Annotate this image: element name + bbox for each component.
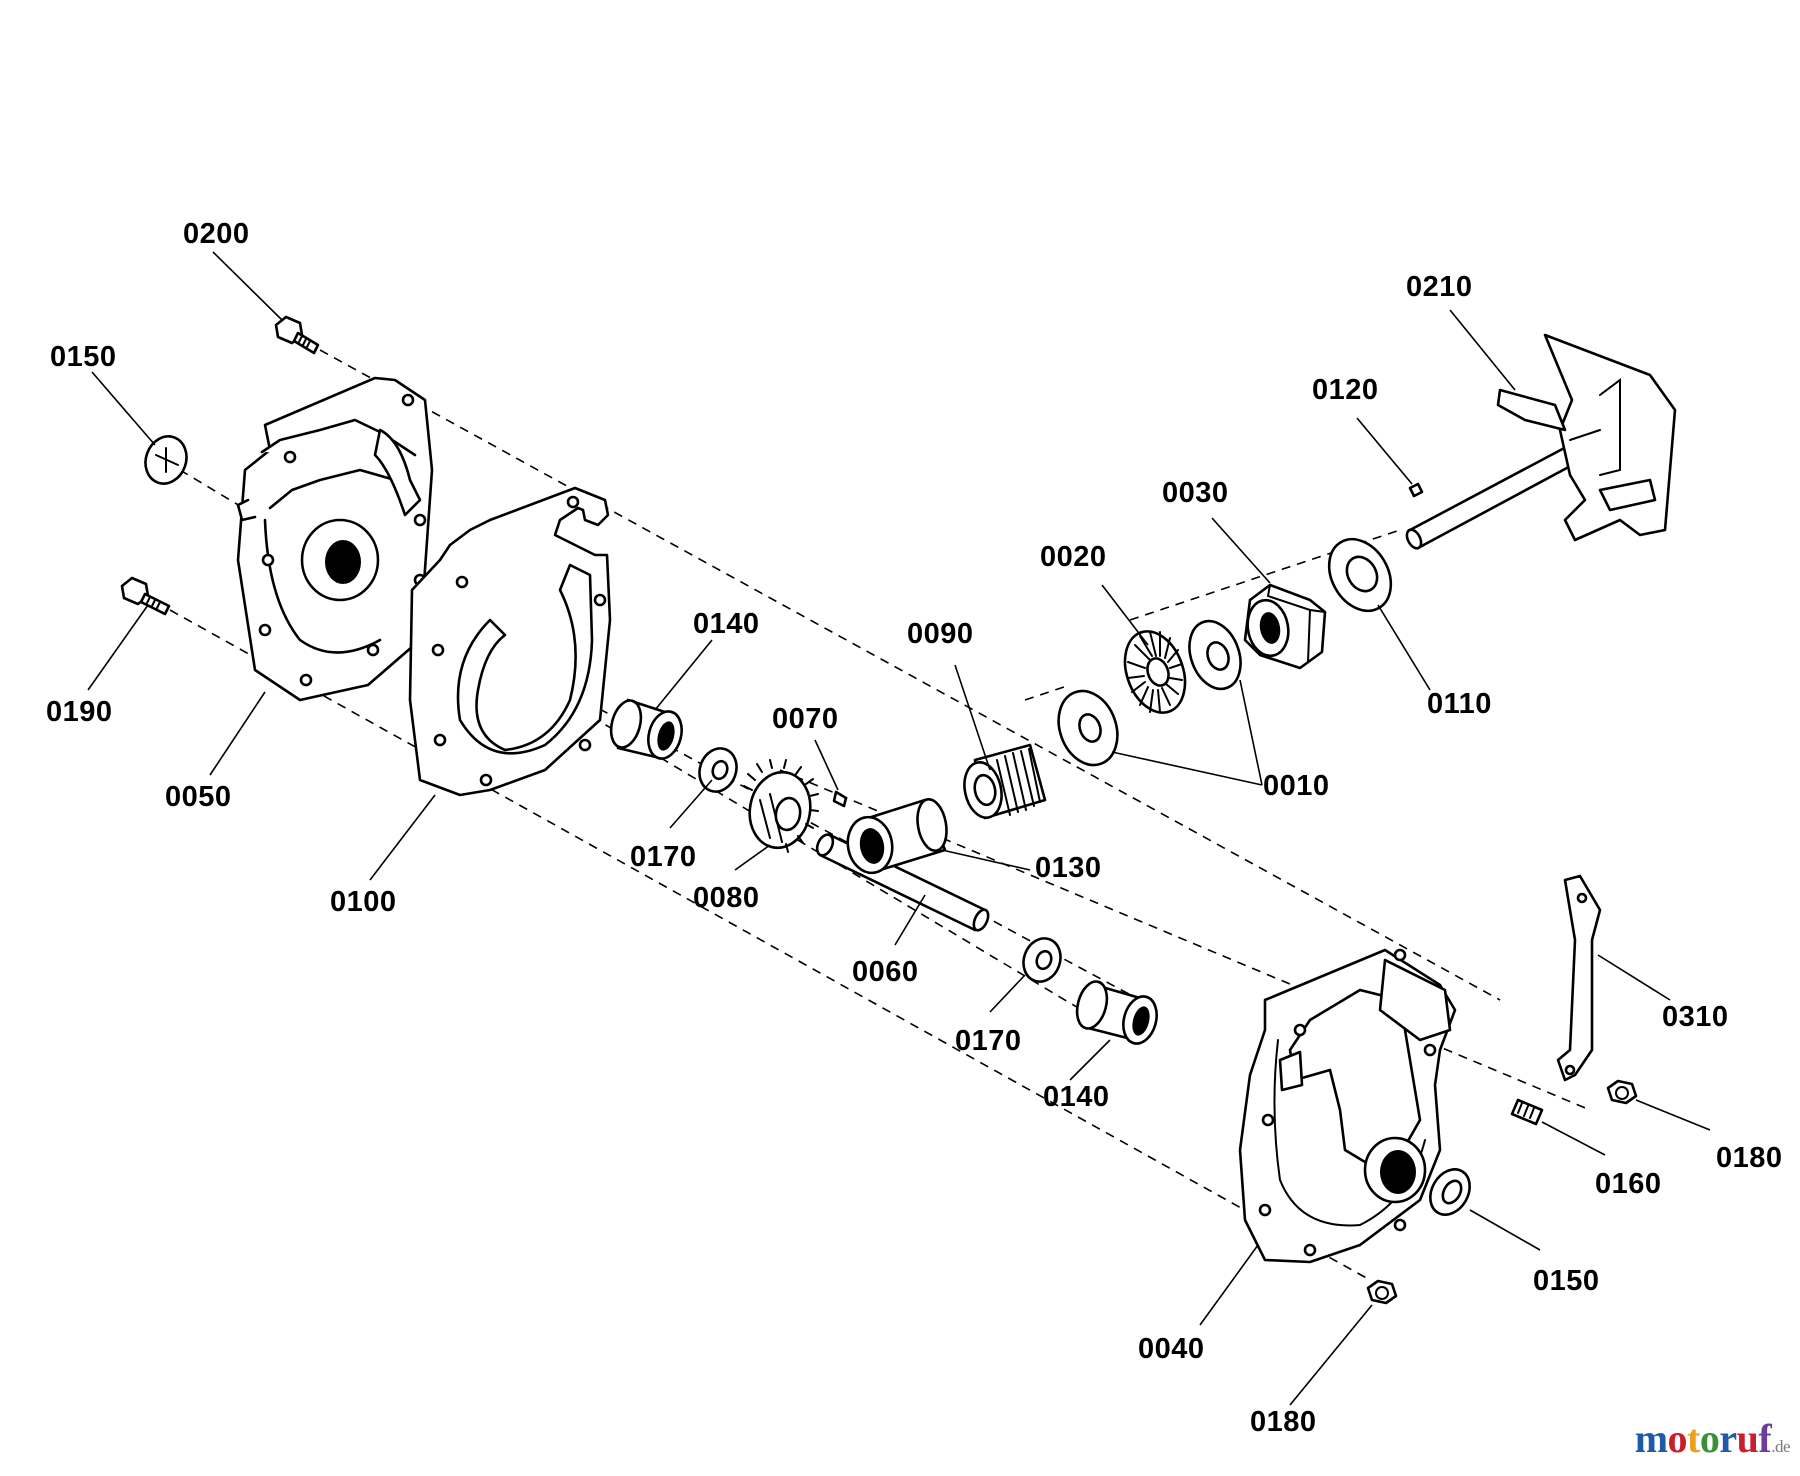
motoruf-watermark: motoruf.de <box>1635 1415 1791 1462</box>
part-0180-nut-bottom <box>1366 1279 1398 1305</box>
part-0170-washer-lower <box>1022 937 1062 983</box>
callout-0010: 0010 <box>1263 770 1330 802</box>
part-0310-bracket <box>1556 874 1602 1082</box>
part-0040-right-housing <box>1238 948 1457 1264</box>
callout-0060: 0060 <box>852 956 919 988</box>
part-0140-bushing <box>609 698 683 760</box>
callout-0080: 0080 <box>693 882 760 914</box>
callout-0180-right: 0180 <box>1716 1142 1783 1174</box>
callout-0170-upper: 0170 <box>630 841 697 873</box>
part-0110-washer <box>1327 537 1393 613</box>
part-0080-gear <box>743 759 819 853</box>
part-0050-left-housing <box>236 376 434 702</box>
callout-0310: 0310 <box>1662 1001 1729 1033</box>
part-0200-bolt <box>274 315 320 355</box>
watermark-letter: f <box>1758 1416 1772 1461</box>
callout-0200: 0200 <box>183 218 250 250</box>
callout-0160: 0160 <box>1595 1168 1662 1200</box>
watermark-letter: o <box>1699 1416 1720 1461</box>
part-0010-washer-lower <box>1057 689 1119 767</box>
part-0150-washer <box>144 435 188 485</box>
watermark-text: motoruf <box>1635 1416 1772 1461</box>
callout-0140-upper: 0140 <box>693 608 760 640</box>
watermark-letter: m <box>1634 1416 1668 1461</box>
callout-labels: 0200 0150 0190 0050 0100 0140 0170 0080 … <box>46 218 1783 1438</box>
part-0190-bolt <box>120 576 171 616</box>
callout-0150-right: 0150 <box>1533 1265 1600 1297</box>
callout-0190: 0190 <box>46 696 113 728</box>
callout-0040: 0040 <box>1138 1333 1205 1365</box>
part-0090-worm-gear <box>963 743 1047 820</box>
part-0140-bushing-lower <box>1075 980 1158 1045</box>
part-0120-key <box>1408 482 1424 498</box>
callout-0070: 0070 <box>772 703 839 735</box>
callout-0140-lower: 0140 <box>1043 1081 1110 1113</box>
callout-0150-left: 0150 <box>50 341 117 373</box>
watermark-tld: .de <box>1771 1437 1790 1456</box>
part-0180-nut-right <box>1606 1079 1638 1105</box>
part-0210-impeller <box>1405 333 1677 550</box>
watermark-letter: u <box>1736 1416 1759 1461</box>
part-0010-washer-upper <box>1188 619 1242 691</box>
part-0020-thrust-bearing <box>1123 630 1187 714</box>
callout-0050: 0050 <box>165 781 232 813</box>
watermark-letter: r <box>1719 1416 1737 1461</box>
callout-0090: 0090 <box>907 618 974 650</box>
callout-leader-lines <box>87 251 1711 1406</box>
part-0160-set-screw <box>1510 1098 1544 1126</box>
callout-0210: 0210 <box>1406 271 1473 303</box>
part-0070-key <box>832 790 848 808</box>
watermark-letter: t <box>1687 1416 1700 1461</box>
callout-0020: 0020 <box>1040 541 1107 573</box>
callout-0180-bottom: 0180 <box>1250 1406 1317 1438</box>
callout-0120: 0120 <box>1312 374 1379 406</box>
part-0150-washer-right <box>1429 1168 1471 1216</box>
watermark-letter: o <box>1667 1416 1688 1461</box>
callout-0110: 0110 <box>1427 688 1492 720</box>
callout-0130: 0130 <box>1035 852 1102 884</box>
part-0130-coupling <box>846 797 948 875</box>
part-0030-bearing-block <box>1243 583 1327 670</box>
part-0100-gasket <box>408 486 612 797</box>
callout-0030: 0030 <box>1162 477 1229 509</box>
callout-0170-lower: 0170 <box>955 1025 1022 1057</box>
part-0170-washer <box>698 747 738 793</box>
callout-0100: 0100 <box>330 886 397 918</box>
